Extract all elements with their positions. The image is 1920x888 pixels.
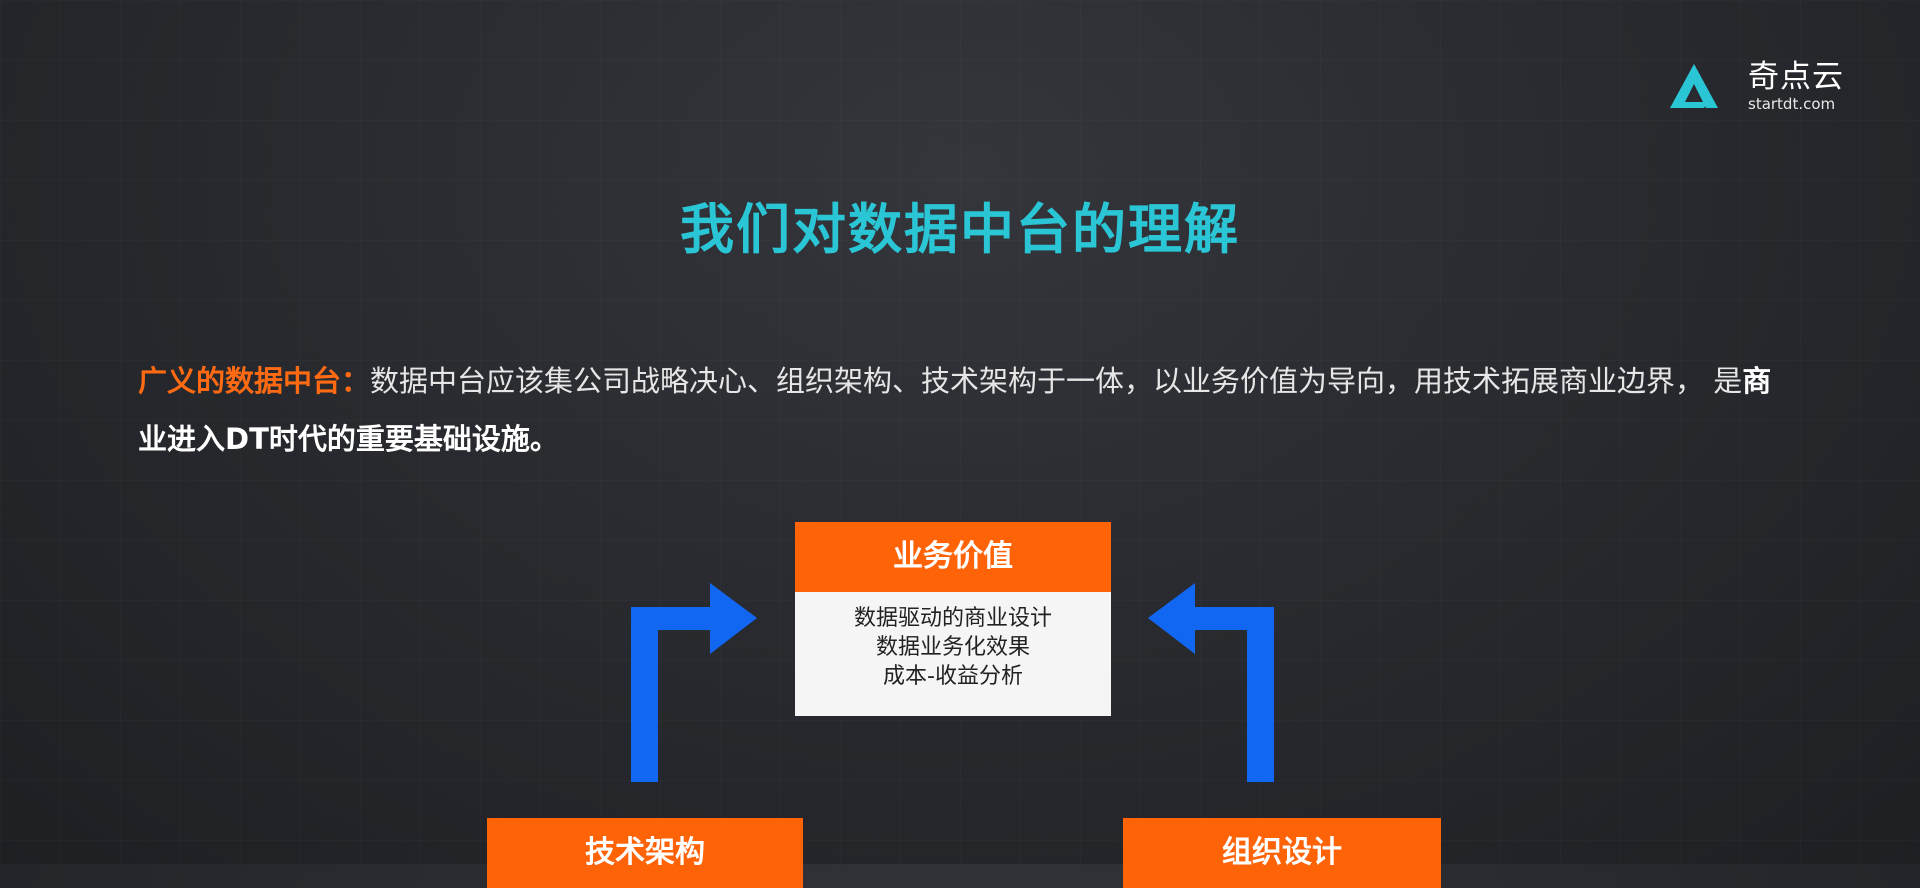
right-arrow-icon: [1148, 583, 1274, 782]
definition-body: 数据中台应该集公司战略决心、组织架构、技术架构于一体，以业务价值为导向，用技术拓…: [370, 364, 1743, 398]
definition-text: 广义的数据中台：数据中台应该集公司战略决心、组织架构、技术架构于一体，以业务价值…: [138, 352, 1798, 468]
left-arrow-icon: [631, 583, 757, 782]
page-title: 我们对数据中台的理解: [680, 198, 1240, 261]
logo-name: 奇点云: [1748, 59, 1844, 95]
business-value-title: 业务价值: [893, 539, 1013, 574]
tech-architecture-header: 技术架构: [487, 818, 803, 888]
business-value-item: 数据业务化效果: [875, 635, 1030, 660]
org-design-header: 组织设计: [1123, 818, 1441, 888]
business-value-item: 数据驱动的商业设计: [853, 606, 1052, 631]
tech-architecture-title: 技术架构: [585, 835, 705, 870]
definition-term: 广义的数据中台：: [138, 364, 371, 398]
definition-emphasis: 商业进入DT时代的重要基础设施。: [138, 364, 1772, 456]
business-value-item: 成本-收益分析: [883, 664, 1023, 689]
logo-url: startdt.com: [1748, 95, 1836, 113]
business-value-header: 业务价值: [795, 522, 1111, 592]
business-value-body: 数据驱动的商业设计 数据业务化效果 成本-收益分析: [795, 592, 1111, 716]
brand-logo[interactable]: 奇点云 startdt.com: [1668, 60, 1848, 118]
logo-mark-icon: [1670, 64, 1718, 108]
org-design-title: 组织设计: [1222, 835, 1342, 870]
